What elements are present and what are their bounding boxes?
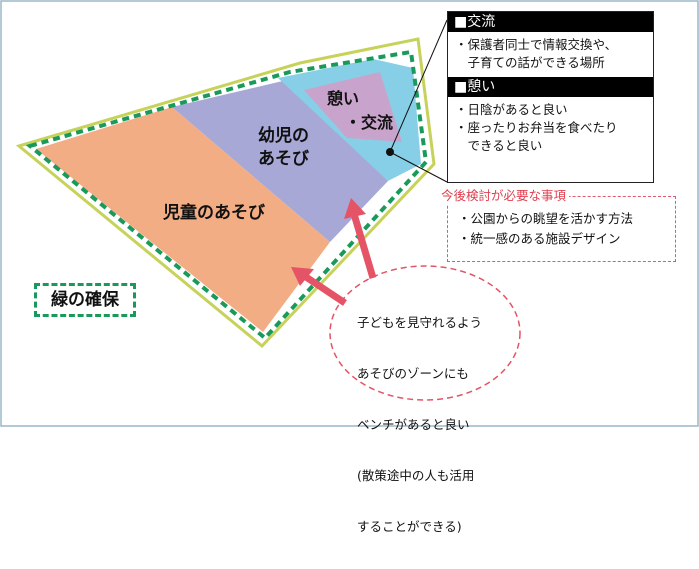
arrow-head-left <box>291 267 314 286</box>
callout-box: ■交流 ・保護者同士で情報交換や、 子育ての話ができる場所 ■憩い ・日陰がある… <box>447 11 654 183</box>
arrow-head-up <box>344 198 366 219</box>
rest-label-line1: 憩い <box>327 89 359 108</box>
comment-line-4: (散策途中の人も活用 <box>357 468 475 483</box>
comment-line-2: あそびのゾーンにも <box>357 366 469 381</box>
rest-zone <box>304 72 402 142</box>
infant-play-label-line1: 幼児の <box>258 125 309 146</box>
rest-item-3: できると良い <box>455 138 543 153</box>
comment-bubble-text: 子どもを見守れるよう あそびのゾーンにも ベンチがあると良い (散策途中の人も活… <box>357 280 482 569</box>
green-dashed-boundary <box>25 49 429 341</box>
rest-item-2: ・座ったりお弁当を食べたり <box>455 120 618 135</box>
infant-play-label-line2: あそび <box>258 149 309 169</box>
rest-item-1: ・日陰があると良い <box>455 102 568 117</box>
child-play-label: 児童のあそび <box>162 202 265 223</box>
green-legend-label: 緑の確保 <box>34 283 136 317</box>
comment-line-5: することができる) <box>357 519 462 534</box>
leader-dot <box>386 148 394 156</box>
park-zoning-diagram: 児童のあそび 幼児の あそび 憩い ・交流 ■交流 ・保護者同士で情報交換や、 … <box>0 0 699 534</box>
comment-line-3: ベンチがあると良い <box>357 417 470 432</box>
future-item-1: ・公園からの眺望を活かす方法 <box>458 211 634 226</box>
infant-play-zone <box>172 80 388 242</box>
leader-line-bottom <box>389 151 448 183</box>
rest-heading: ■憩い <box>448 77 653 97</box>
exchange-heading: ■交流 <box>448 12 653 32</box>
arrow-shaft-left <box>304 274 347 306</box>
rest-label-line2: ・交流 <box>345 113 393 132</box>
exchange-item-1: ・保護者同士で情報交換や、 <box>455 37 618 52</box>
exchange-item-2: 子育ての話ができる場所 <box>455 55 605 70</box>
future-item-2: ・統一感のある施設デザイン <box>458 231 621 246</box>
future-considerations-box: ・公園からの眺望を活かす方法 ・統一感のある施設デザイン <box>447 196 676 262</box>
future-title: 今後検討が必要な事項 <box>438 188 570 204</box>
arrow-shaft-up <box>350 213 377 279</box>
leader-line-top <box>389 19 448 153</box>
comment-bubble <box>329 265 521 401</box>
child-play-zone <box>36 107 330 332</box>
comment-line-1: 子どもを見守れるよう <box>357 315 483 330</box>
